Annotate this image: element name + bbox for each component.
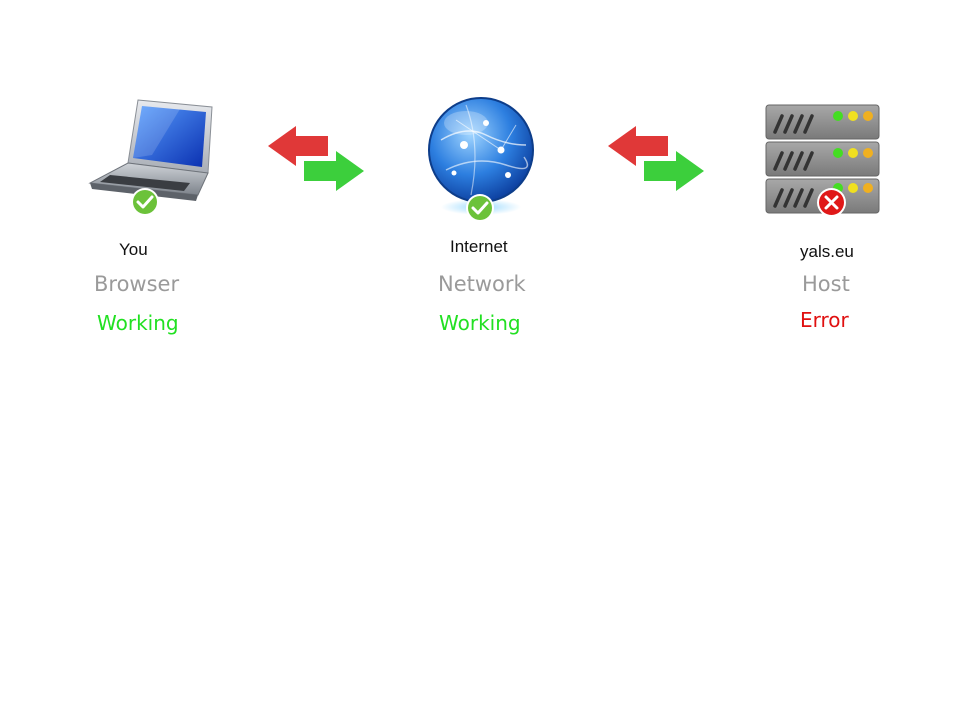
host-node [765,104,880,216]
laptop-icon [88,99,213,201]
host-status: Error [800,308,849,332]
browser-name: You [119,240,148,259]
browser-status: Working [97,311,179,335]
network-role: Network [438,272,526,296]
bidirectional-arrows-icon [608,126,704,191]
connection-arrows-network-host [606,124,706,194]
connection-arrows-browser-network [266,124,366,194]
error-badge-icon [816,187,847,218]
network-name: Internet [450,237,508,256]
check-badge-icon [465,193,495,223]
server-icon [765,104,880,214]
browser-node [80,95,220,220]
bidirectional-arrows-icon [268,126,364,191]
check-badge-icon [130,187,160,217]
network-status: Working [439,311,521,335]
host-name: yals.eu [800,242,854,261]
browser-role: Browser [94,272,180,296]
host-role: Host [802,272,850,296]
